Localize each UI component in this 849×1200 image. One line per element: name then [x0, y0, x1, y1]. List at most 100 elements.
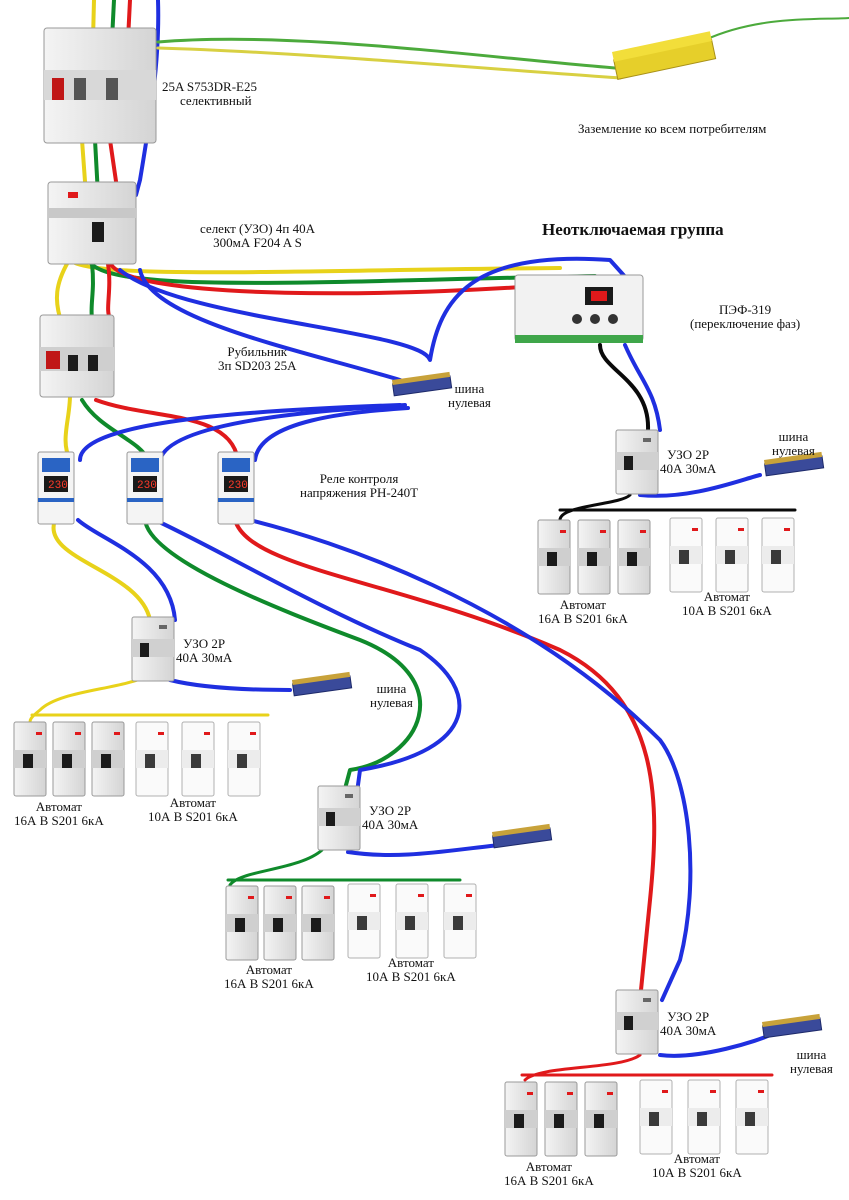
label-auto10-yellow-line2: 10А В S201 6кА	[148, 809, 238, 824]
label-bus-yellow-line1: шина	[376, 681, 407, 696]
green-neutral	[153, 518, 462, 802]
label-auto16-red-line2: 16А В S201 6кА	[504, 1173, 594, 1188]
yellow-bus-wire	[168, 678, 292, 692]
label-pef: ПЭФ-319 (переключение фаз)	[690, 303, 800, 331]
label-bus-unswitched-line2: нулевая	[772, 443, 815, 458]
label-auto10-yellow: Автомат 10А В S201 6кА	[148, 796, 238, 824]
rcd-unswitched	[615, 429, 659, 495]
label-auto16-green: Автомат 16А В S201 6кА	[224, 963, 314, 991]
rcd-green	[317, 785, 361, 851]
red-line	[233, 518, 657, 1002]
green-comb	[226, 848, 462, 887]
label-selective-rcd-line2: 300мА F204 A S	[213, 235, 302, 250]
label-rcd-red-line1: УЗО 2Р	[667, 1009, 710, 1024]
neutral-bus-red	[761, 1013, 823, 1039]
label-main-breaker: 25A S753DR-E25 селективный	[162, 80, 257, 108]
yellow-neutral	[76, 518, 177, 622]
label-neutral-bus-main-line2: нулевая	[448, 395, 491, 410]
automat-green-3	[301, 885, 335, 961]
label-relay: Реле контроля напряжения РН-240Т	[300, 472, 418, 500]
label-auto16-yellow: Автомат 16А В S201 6кА	[14, 800, 104, 828]
label-auto10-unswitched-line2: 10А В S201 6кА	[682, 603, 772, 618]
link-red-1	[106, 262, 112, 320]
title-unswitched-group: Неотключаемая группа	[542, 220, 724, 239]
label-bus-unswitched: шина нулевая	[772, 430, 815, 458]
label-auto16-red: Автомат 16А В S201 6кА	[504, 1160, 594, 1188]
automat-yellow-6	[227, 721, 261, 797]
ground-wire-green	[156, 37, 642, 72]
label-rcd-green: УЗО 2Р 40А 30мА	[362, 804, 418, 832]
label-bus-red-line2: нулевая	[790, 1061, 833, 1076]
label-auto16-unswitched-line2: 16А В S201 6кА	[538, 611, 628, 626]
label-switch-line1: Рубильник	[227, 344, 288, 359]
label-rcd-yellow-line1: УЗО 2Р	[183, 636, 226, 651]
label-rcd-unswitched: УЗО 2Р 40А 30мА	[660, 448, 716, 476]
ground-bus-wire	[704, 17, 849, 41]
red-bus-wire	[658, 1033, 772, 1058]
label-auto10-green-line2: 10А В S201 6кА	[366, 969, 456, 984]
label-neutral-bus-main-line1: шина	[454, 381, 485, 396]
label-auto10-red-line2: 10А В S201 6кА	[652, 1165, 742, 1180]
link-yellow-1	[54, 260, 70, 320]
label-rcd-red-line2: 40А 30мА	[660, 1023, 717, 1038]
automat-yellow-3	[91, 721, 125, 797]
label-bus-red: шина нулевая	[790, 1048, 833, 1076]
automat-unswitched-5	[715, 517, 749, 593]
relay-neutral-1	[78, 403, 402, 462]
unswitched-comb	[558, 493, 797, 522]
selective-rcd	[47, 181, 137, 265]
label-auto10-yellow-line1: Автомат	[169, 795, 216, 810]
label-rcd-unswitched-line1: УЗО 2Р	[667, 447, 710, 462]
label-pef-line2: (переключение фаз)	[690, 316, 801, 331]
automat-yellow-5	[181, 721, 215, 797]
automat-green-6	[443, 883, 477, 959]
label-rcd-red: УЗО 2Р 40А 30мА	[660, 1010, 716, 1038]
automat-red-6	[735, 1079, 769, 1155]
label-auto16-red-line1: Автомат	[525, 1159, 572, 1174]
pef-phase-a	[68, 258, 562, 275]
red-comb	[520, 1053, 774, 1082]
automat-red-2	[544, 1081, 578, 1157]
yellow-comb	[28, 673, 270, 724]
label-relay-line1: Реле контроля	[319, 471, 399, 486]
automat-unswitched-4	[669, 517, 703, 593]
automat-red-1	[504, 1081, 538, 1157]
automat-green-4	[347, 883, 381, 959]
label-main-breaker-line2: селективный	[180, 93, 252, 108]
pef-black-out	[598, 343, 651, 432]
label-auto16-unswitched-line1: Автомат	[559, 597, 606, 612]
label-bus-yellow: шина нулевая	[370, 682, 413, 710]
pef-319	[514, 274, 644, 343]
label-auto10-green-line1: Автомат	[387, 955, 434, 970]
label-auto16-yellow-line1: Автомат	[35, 799, 82, 814]
green-line	[143, 518, 422, 802]
main-breaker	[43, 27, 157, 144]
label-bus-unswitched-line1: шина	[778, 429, 809, 444]
label-auto10-green: Автомат 10А В S201 6кА	[366, 956, 456, 984]
automat-unswitched-2	[577, 519, 611, 595]
label-relay-line2: напряжения РН-240Т	[300, 485, 419, 500]
label-bus-yellow-line2: нулевая	[370, 695, 413, 710]
label-neutral-bus-main: шина нулевая	[448, 382, 491, 410]
neutral-bus-main	[391, 371, 453, 397]
switch-yellow-out	[63, 393, 72, 462]
label-switch: Рубильник 3п SD203 25А	[218, 345, 296, 373]
automat-red-4	[639, 1079, 673, 1155]
automat-red-3	[584, 1081, 618, 1157]
label-bus-red-line1: шина	[796, 1047, 827, 1062]
automat-yellow-2	[52, 721, 86, 797]
automat-unswitched-6	[761, 517, 795, 593]
label-rcd-green-line2: 40А 30мА	[362, 817, 419, 832]
automat-red-5	[687, 1079, 721, 1155]
pef-blue-out	[623, 343, 662, 432]
label-switch-line2: 3п SD203 25А	[218, 358, 297, 373]
ground-wire-yellow	[156, 46, 622, 80]
automat-yellow-1	[13, 721, 47, 797]
label-selective-rcd: селект (УЗО) 4п 40А 300мА F204 A S	[200, 222, 315, 250]
label-main-breaker-line1: 25A S753DR-E25	[162, 79, 257, 94]
automat-yellow-4	[135, 721, 169, 797]
rcd-red	[615, 989, 659, 1055]
automat-green-1	[225, 885, 259, 961]
neutral-bus-yellow	[291, 671, 353, 697]
label-auto16-green-line1: Автомат	[245, 962, 292, 977]
